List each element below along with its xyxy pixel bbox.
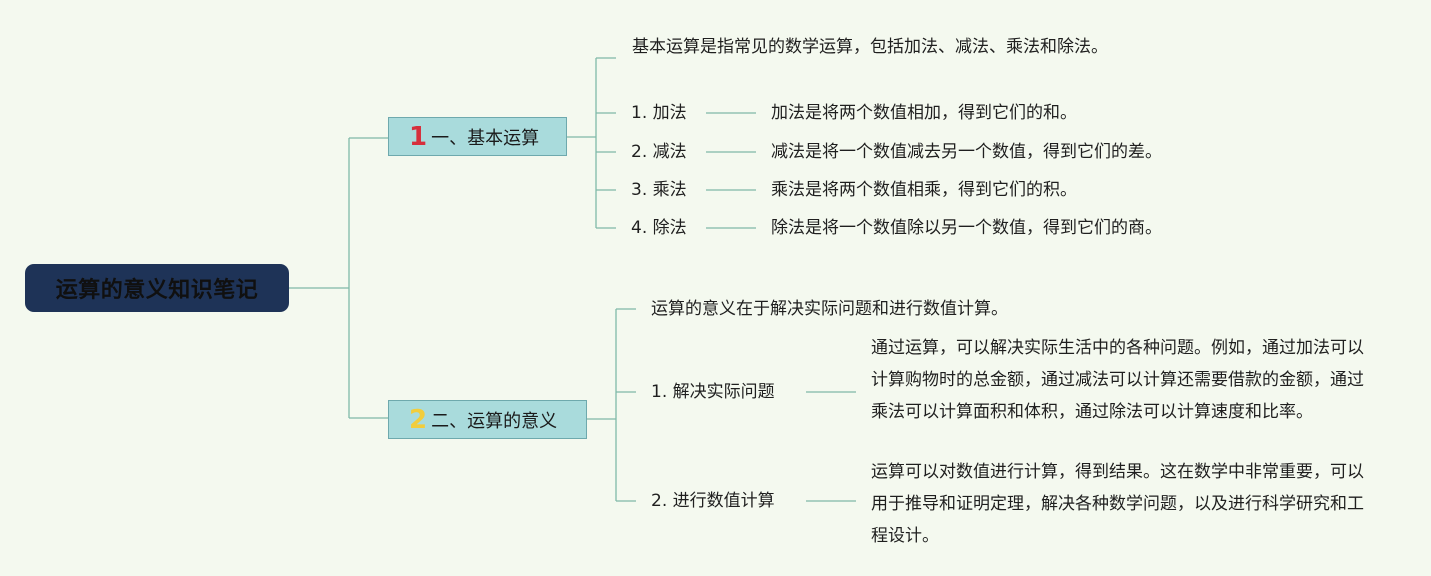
root-node[interactable]: 运算的意义知识笔记 — [25, 264, 289, 312]
branch1-intro: 基本运算是指常见的数学运算，包括加法、减法、乘法和除法。 — [632, 37, 1108, 57]
item-division-desc: 除法是将一个数值除以另一个数值，得到它们的商。 — [771, 218, 1162, 238]
branch-meaning-of-operations[interactable]: 2 二、运算的意义 — [388, 400, 587, 439]
branch2-intro: 运算的意义在于解决实际问题和进行数值计算。 — [651, 299, 1008, 319]
number-one-icon: 1 — [409, 121, 428, 152]
item-label: 1. 解决实际问题 — [651, 382, 775, 402]
item-addition[interactable]: 1. 加法 — [631, 98, 687, 128]
item-multiplication-desc: 乘法是将两个数值相乘，得到它们的积。 — [771, 180, 1077, 200]
connector-root-trunk — [289, 137, 388, 419]
item-addition-desc: 加法是将两个数值相加，得到它们的和。 — [771, 103, 1077, 123]
connector-b2-leaves — [806, 391, 856, 502]
item-numeric-calculation-desc: 运算可以对数值进行计算，得到结果。这在数学中非常重要，可以用于推导和证明定理，解… — [871, 462, 1364, 546]
item-subtraction[interactable]: 2. 减法 — [631, 137, 687, 167]
connector-branch1 — [567, 57, 616, 229]
item-multiplication[interactable]: 3. 乘法 — [631, 175, 687, 205]
item-label: 3. 乘法 — [631, 180, 687, 200]
root-title: 运算的意义知识笔记 — [55, 278, 259, 303]
item-label: 2. 进行数值计算 — [651, 491, 775, 511]
branch-basic-operations[interactable]: 1 一、基本运算 — [388, 117, 567, 156]
item-solve-problems[interactable]: 1. 解决实际问题 — [651, 377, 775, 407]
branch2-title: 二、运算的意义 — [431, 410, 558, 432]
item-numeric-calculation[interactable]: 2. 进行数值计算 — [651, 486, 775, 516]
branch1-title: 一、基本运算 — [431, 127, 540, 149]
item-label: 1. 加法 — [631, 103, 687, 123]
item-label: 4. 除法 — [631, 218, 687, 238]
item-division[interactable]: 4. 除法 — [631, 213, 687, 243]
item-solve-problems-desc: 通过运算，可以解决实际生活中的各种问题。例如，通过加法可以计算购物时的总金额，通… — [871, 338, 1364, 422]
item-subtraction-desc: 减法是将一个数值减去另一个数值，得到它们的差。 — [771, 142, 1162, 162]
connector-branch2 — [587, 308, 636, 502]
item-label: 2. 减法 — [631, 142, 687, 162]
connector-b1-leaves — [706, 112, 756, 229]
number-two-icon: 2 — [409, 404, 428, 435]
